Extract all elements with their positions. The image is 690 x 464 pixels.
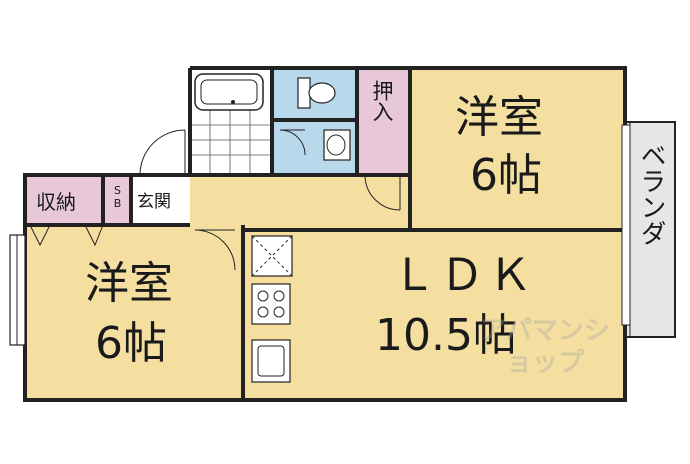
bathtub	[194, 73, 264, 111]
western-room-2-name: 洋室	[85, 258, 173, 309]
washbasin	[323, 129, 351, 161]
ldk-size: 10.5帖	[375, 310, 517, 361]
bath-tile-grid	[190, 110, 270, 173]
western-room-2-floor	[25, 225, 243, 400]
walls	[23, 66, 627, 402]
entrance-floor	[131, 175, 190, 225]
oshiire-label: 押入	[370, 80, 394, 122]
hallway-floor	[190, 175, 410, 230]
window-balcony	[621, 124, 631, 326]
ldk-floor	[243, 230, 625, 400]
fridge-space	[251, 235, 293, 277]
door-swings	[139, 129, 401, 271]
shoe-box-floor	[103, 175, 131, 225]
western-room-1-name: 洋室	[455, 92, 543, 143]
toilet-bowl	[308, 82, 336, 104]
watermark-logo: アパマンショップ	[480, 316, 610, 378]
storage-label: 収納	[36, 190, 76, 214]
ldk-name: ＬＤＫ	[392, 250, 536, 301]
stove	[251, 283, 291, 325]
oshiire-floor	[357, 68, 410, 178]
western-room-1-floor	[410, 68, 625, 228]
western-room-1-size: 6帖	[470, 150, 542, 201]
closet-doors	[29, 224, 104, 247]
balcony-label: ベランダ	[636, 142, 666, 246]
storage-floor	[25, 175, 103, 225]
western-room-2-size: 6帖	[95, 318, 167, 369]
shoe-box-label: SB	[111, 184, 124, 210]
entrance-label: 玄関	[137, 192, 171, 212]
toilet-tank	[297, 77, 311, 109]
